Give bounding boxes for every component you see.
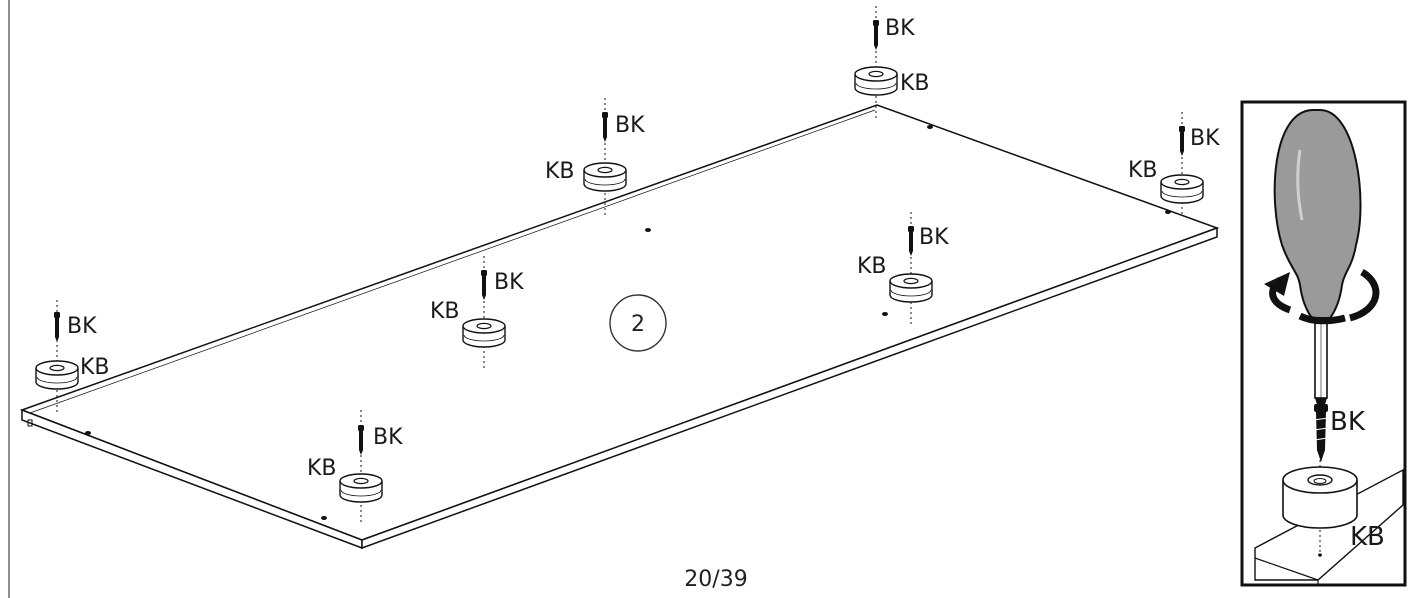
screw-bk-icon [602, 112, 608, 142]
screw-label: BK [885, 16, 915, 41]
cap-kb-icon [889, 273, 933, 303]
cap-label: KB [80, 355, 110, 380]
inset-screw-label: BK [1330, 407, 1366, 437]
cap-label: KB [1128, 158, 1158, 183]
cap-label: KB [430, 299, 460, 324]
screw-label: BK [615, 113, 645, 138]
screw-bk-icon [873, 20, 879, 50]
cap-kb-icon [1160, 174, 1204, 204]
page-number: 20/39 [684, 567, 747, 592]
step-number: 2 [631, 312, 645, 337]
screw-label: BK [373, 425, 403, 450]
screw-bk-icon [1179, 126, 1185, 156]
cap-kb-icon [583, 162, 627, 192]
screw-label: BK [919, 225, 949, 250]
step-number-badge: 2 [609, 294, 667, 352]
cap-label: KB [545, 159, 575, 184]
hardware-bottom: BK KB [307, 410, 403, 522]
hardware-upper-mid: BK KB [545, 98, 645, 217]
hardware-center-left: BK KB [430, 256, 524, 370]
screw-bk-icon [54, 312, 60, 342]
cap-kb-icon [854, 66, 898, 96]
cap-kb-icon [35, 360, 79, 390]
inset-cap-kb-icon [1282, 466, 1358, 529]
screw-label: BK [494, 270, 524, 295]
screw-label: BK [1190, 126, 1220, 151]
cap-label: KB [900, 71, 930, 96]
cap-label: KB [857, 254, 887, 279]
hardware-right: BK KB [1128, 112, 1220, 215]
inset-screw-bk-icon [1313, 404, 1329, 462]
screw-label: BK [67, 314, 97, 339]
hardware-top-center: BK KB [854, 6, 930, 118]
rotate-clockwise-icon [1264, 268, 1380, 325]
cap-kb-icon [339, 473, 383, 503]
inset-cap-label: KB [1350, 522, 1385, 552]
cap-kb-icon [462, 318, 506, 348]
hardware-center-right: BK KB [857, 212, 949, 325]
detail-inset: BK KB [1240, 100, 1407, 587]
cap-label: KB [307, 456, 337, 481]
hardware-left: BK KB [35, 300, 110, 412]
